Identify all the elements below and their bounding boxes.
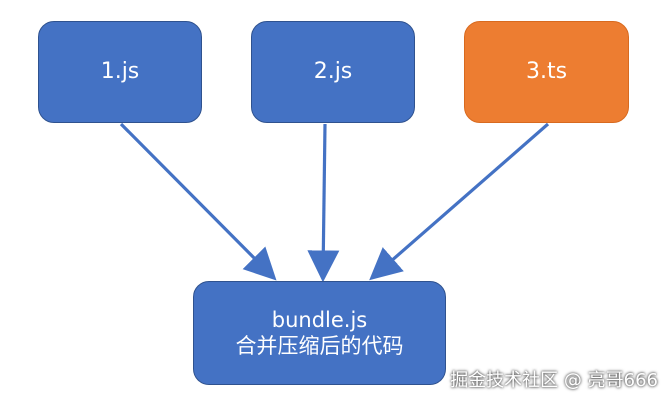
arrow-3ts-to-bundle bbox=[369, 122, 550, 281]
node-bundle-subtitle: 合并压缩后的代码 bbox=[235, 334, 404, 358]
node-1js-label: 1.js bbox=[100, 59, 140, 85]
node-1js: 1.js bbox=[38, 21, 202, 123]
arrow-2js-to-bundle bbox=[307, 123, 340, 283]
node-bundle: bundle.js 合并压缩后的代码 bbox=[193, 281, 446, 385]
node-bundle-title: bundle.js bbox=[271, 307, 368, 332]
arrow-1js-to-bundle bbox=[119, 122, 277, 281]
watermark-text: 掘金技术社区 @ 亮哥666 bbox=[450, 370, 658, 391]
node-3ts: 3.ts bbox=[464, 21, 629, 123]
node-2js: 2.js bbox=[251, 21, 415, 123]
node-2js-label: 2.js bbox=[313, 59, 353, 85]
node-3ts-label: 3.ts bbox=[525, 59, 568, 85]
